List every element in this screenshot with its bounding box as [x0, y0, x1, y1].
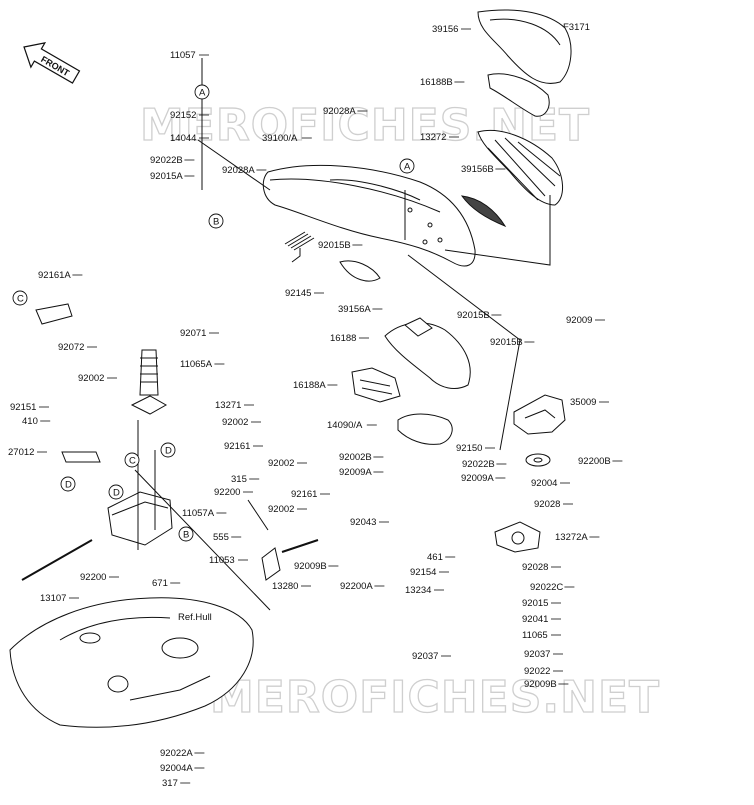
part-label: 92037 — [524, 649, 550, 660]
part-label: 92022 — [524, 666, 550, 677]
part-label: 92022B — [462, 459, 495, 470]
part-label: 317 — [162, 778, 178, 789]
ref-letter: D — [113, 488, 120, 499]
part-label: 315 — [231, 474, 247, 485]
part-label: 671 — [152, 578, 168, 589]
ref-letter: C — [129, 456, 136, 467]
part-label: 92028A — [323, 106, 356, 117]
part-label: 92161 — [291, 489, 317, 500]
ref-letter: B — [183, 530, 189, 541]
part-label: 92037 — [412, 651, 438, 662]
part-label: 92161A — [38, 270, 71, 281]
part-label: 92071 — [180, 328, 206, 339]
part-label: 92200 — [80, 572, 106, 583]
part-label: 11057A — [182, 508, 215, 519]
part-label: 92043 — [350, 517, 376, 528]
part-label: 92154 — [410, 567, 436, 578]
part-label: 35009 — [570, 397, 596, 408]
ref-letter: A — [404, 162, 411, 173]
part-label: 11057 — [170, 50, 196, 61]
part-label: 92145 — [285, 288, 311, 299]
part-label: 461 — [427, 552, 443, 563]
part-label: 11065 — [522, 630, 548, 641]
ref-marker: C — [12, 290, 28, 306]
part-label: 16188B — [420, 77, 453, 88]
part-label: 92151 — [10, 402, 36, 413]
part-label: 92041 — [522, 614, 548, 625]
part-label: 555 — [213, 532, 229, 543]
ref-hull-label: Ref.Hull — [178, 612, 212, 623]
ref-letter: D — [65, 480, 72, 491]
part-label: 92150 — [456, 443, 482, 454]
part-label: 92072 — [58, 342, 84, 353]
part-label: 92200A — [340, 581, 373, 592]
part-label: 13272A — [555, 532, 588, 543]
part-label: 13272 — [420, 132, 446, 143]
part-label: 92002 — [268, 504, 294, 515]
front-arrow-icon: FRONT — [23, 42, 81, 84]
ref-marker: A — [399, 158, 415, 174]
part-label: 92022C — [530, 582, 563, 593]
ref-marker: B — [208, 213, 224, 229]
part-label: 92015B — [318, 240, 351, 251]
part-label: 92009B — [524, 679, 557, 690]
part-label: 13234 — [405, 585, 431, 596]
part-label: 92200 — [214, 487, 240, 498]
ref-marker: D — [108, 484, 124, 500]
part-label: 92161 — [224, 441, 250, 452]
figure-code: F3171 — [563, 22, 590, 33]
part-label: 92002B — [339, 452, 372, 463]
part-label: 16188 — [330, 333, 356, 344]
part-label: 92015 — [522, 598, 548, 609]
part-label: 39156A — [338, 304, 371, 315]
watermark-bottom: MEROFICHES.NET — [210, 672, 660, 723]
part-label: 14090/A — [327, 420, 363, 431]
ref-marker: B — [178, 526, 194, 542]
part-label: 92152 — [170, 110, 196, 121]
part-label: 92002 — [78, 373, 104, 384]
ref-marker: D — [60, 476, 76, 492]
part-label: 92009A — [461, 473, 494, 484]
part-label: 16188A — [293, 380, 326, 391]
ref-letter: B — [213, 217, 219, 228]
ref-marker: A — [194, 84, 210, 100]
part-label: 92002 — [222, 417, 248, 428]
line-art — [9, 9, 572, 728]
part-label: 13280 — [272, 581, 298, 592]
part-label: 410 — [22, 416, 38, 427]
part-label: 39156 — [432, 24, 458, 35]
part-label: 92004A — [160, 763, 193, 774]
part-label: 13107 — [40, 593, 66, 604]
part-label: 92028A — [222, 165, 255, 176]
part-label: 92015B — [490, 337, 523, 348]
ref-marker: C — [124, 452, 140, 468]
ref-letter: D — [165, 446, 172, 457]
part-label: 14044 — [170, 133, 196, 144]
part-label: 92009A — [339, 467, 372, 478]
part-label: 92004 — [531, 478, 557, 489]
part-label: 27012 — [8, 447, 34, 458]
part-label: 92022B — [150, 155, 183, 166]
part-label: 92015A — [150, 171, 183, 182]
part-label: 92009B — [294, 561, 327, 572]
part-label: 13271 — [215, 400, 241, 411]
part-label: 92028 — [522, 562, 548, 573]
part-label: 92002 — [268, 458, 294, 469]
ref-marker: D — [160, 442, 176, 458]
ref-letter: C — [17, 294, 24, 305]
part-label: 92028 — [534, 499, 560, 510]
part-label: 92009 — [566, 315, 592, 326]
ref-letter: A — [199, 88, 206, 99]
part-label: 11065A — [180, 359, 213, 370]
part-label: 92200B — [578, 456, 611, 467]
part-label: 39100/A — [262, 133, 298, 144]
part-label: 11053 — [209, 555, 235, 566]
part-label: 92015B — [457, 310, 490, 321]
part-label: 39156B — [461, 164, 494, 175]
part-label: 92022A — [160, 748, 193, 759]
